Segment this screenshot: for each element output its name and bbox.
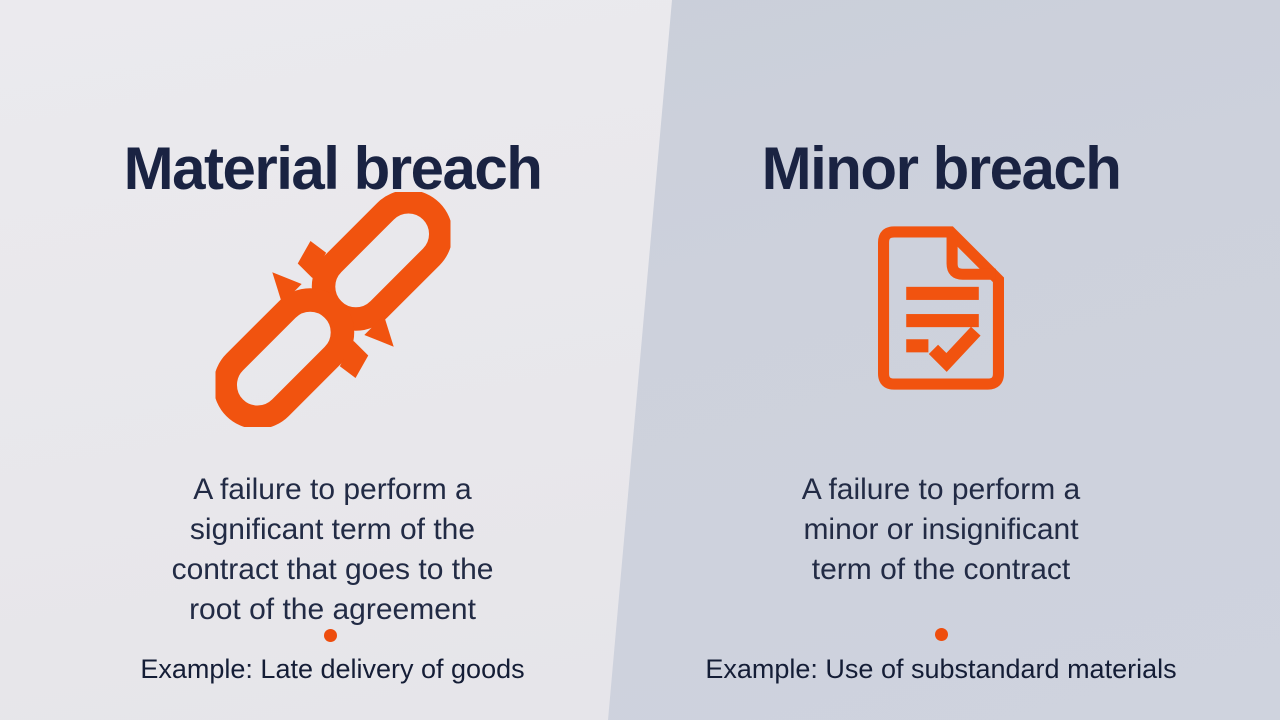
description-line: minor or insignificant xyxy=(803,513,1079,546)
minor-breach-description: A failure to perform a minor or insignif… xyxy=(661,470,1221,590)
document-check-icon xyxy=(878,226,1004,390)
description-line: A failure to perform a xyxy=(801,473,1081,506)
description-line: significant term of the xyxy=(189,513,476,546)
minor-breach-example: Example: Use of substandard materials xyxy=(705,654,1177,684)
description-line: root of the agreement xyxy=(189,593,476,626)
material-breach-example: Example: Late delivery of goods xyxy=(140,654,525,684)
right-accent-dot xyxy=(935,628,948,641)
description-line: term of the contract xyxy=(811,553,1071,586)
minor-breach-panel: Minor breach A failure to perform a mino… xyxy=(661,0,1221,720)
left-accent-dot xyxy=(324,629,337,642)
material-breach-title: Material breach xyxy=(123,135,543,203)
broken-chain-icon xyxy=(215,192,450,427)
minor-breach-title: Minor breach xyxy=(761,135,1122,203)
material-breach-panel: Material breach A failure to perform a s… xyxy=(30,0,635,720)
description-line: contract that goes to the xyxy=(171,553,494,586)
material-breach-description: A failure to perform a significant term … xyxy=(30,470,635,630)
description-line: A failure to perform a xyxy=(193,473,472,506)
